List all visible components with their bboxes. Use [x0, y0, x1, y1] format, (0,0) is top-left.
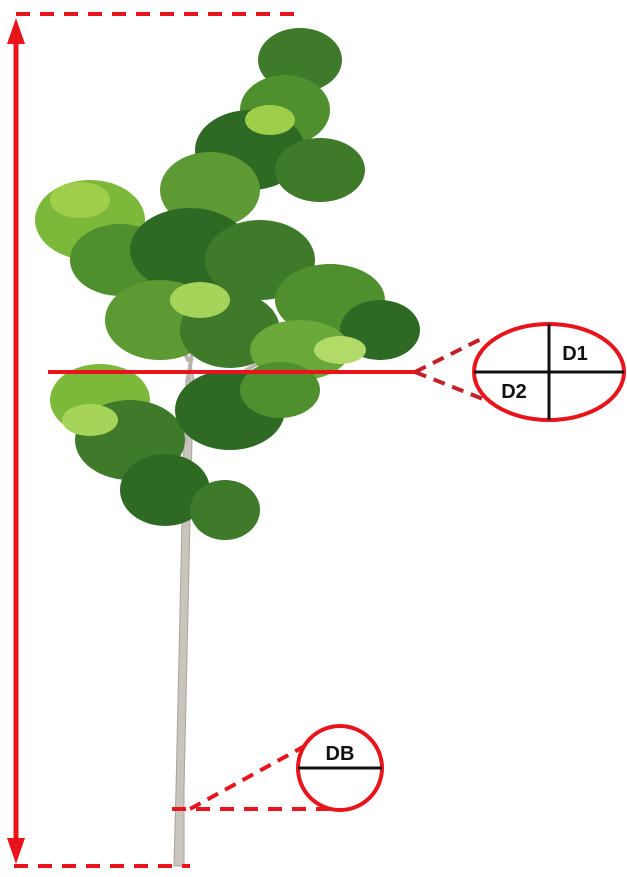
- d1-label: D1: [562, 343, 588, 365]
- height-arrow-top-head-icon: [7, 18, 25, 44]
- basal-diameter-measurement: DB: [172, 726, 382, 810]
- basal-callout-dash: [190, 742, 312, 809]
- d2-label: D2: [501, 381, 527, 403]
- height-arrow-bottom-head-icon: [7, 838, 25, 864]
- db-label: DB: [326, 743, 355, 765]
- tree-foliage: [35, 28, 420, 540]
